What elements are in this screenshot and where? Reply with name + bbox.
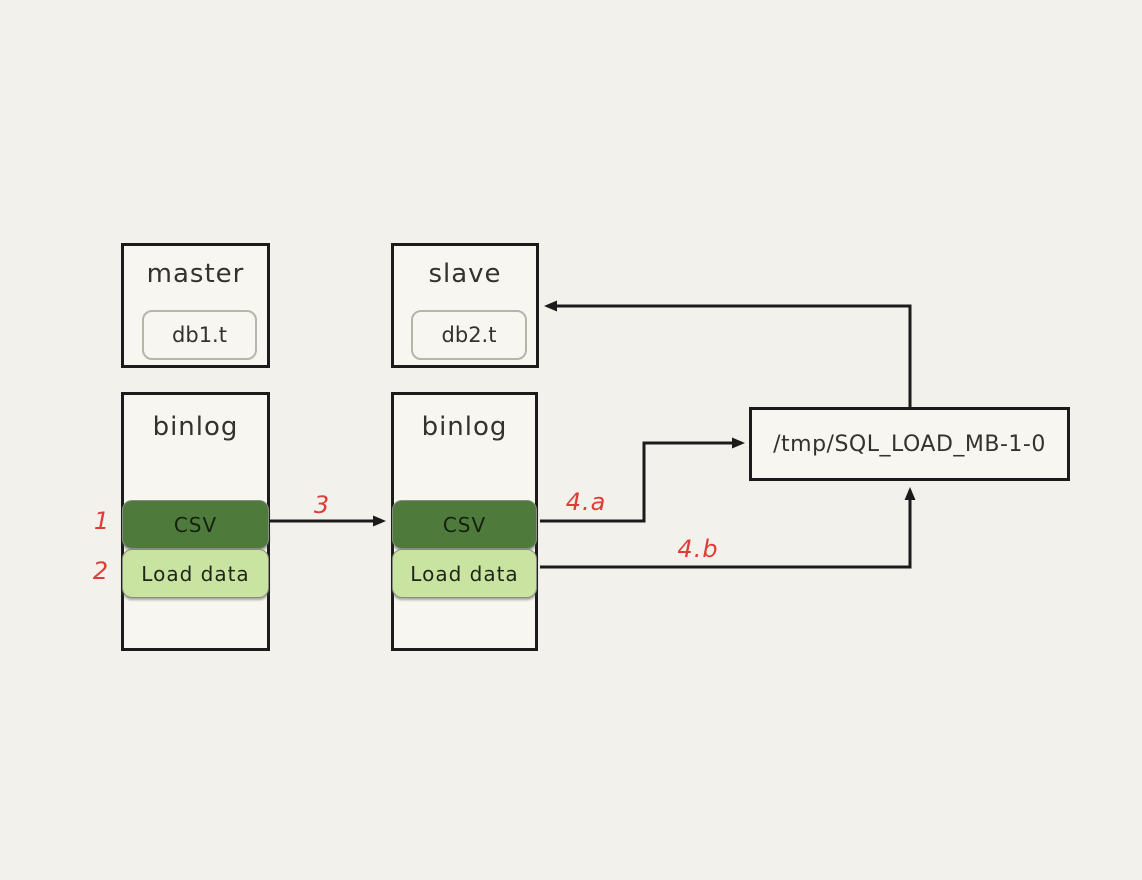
arrow-tmpfile-to-slave — [544, 300, 912, 407]
binlog-right-loaddata-row: Load data — [392, 549, 537, 598]
slave-table-db2t: db2.t — [411, 310, 527, 360]
binlog-right-box: binlog CSV Load data — [391, 392, 538, 651]
binlog-right-title: binlog — [421, 412, 508, 442]
binlog-left-box: binlog CSV Load data — [121, 392, 270, 651]
binlog-left-title: binlog — [152, 412, 239, 442]
tmp-file-box: /tmp/SQL_LOAD_MB-1-0 — [749, 407, 1070, 481]
slave-title: slave — [428, 259, 502, 289]
master-table-db1t: db1.t — [142, 310, 257, 360]
annotation-step-3: 3 — [313, 491, 331, 519]
slave-box: slave db2.t — [391, 243, 539, 368]
master-box: master db1.t — [121, 243, 270, 368]
master-title: master — [146, 259, 245, 289]
annotation-step-4a: 4.a — [565, 488, 607, 516]
binlog-left-csv-row: CSV — [122, 500, 269, 549]
annotation-step-4b: 4.b — [677, 535, 719, 563]
annotation-step-1: 1 — [93, 507, 111, 535]
binlog-left-loaddata-row: Load data — [122, 549, 269, 598]
annotation-step-2: 2 — [92, 557, 110, 585]
binlog-right-csv-row: CSV — [392, 500, 537, 549]
